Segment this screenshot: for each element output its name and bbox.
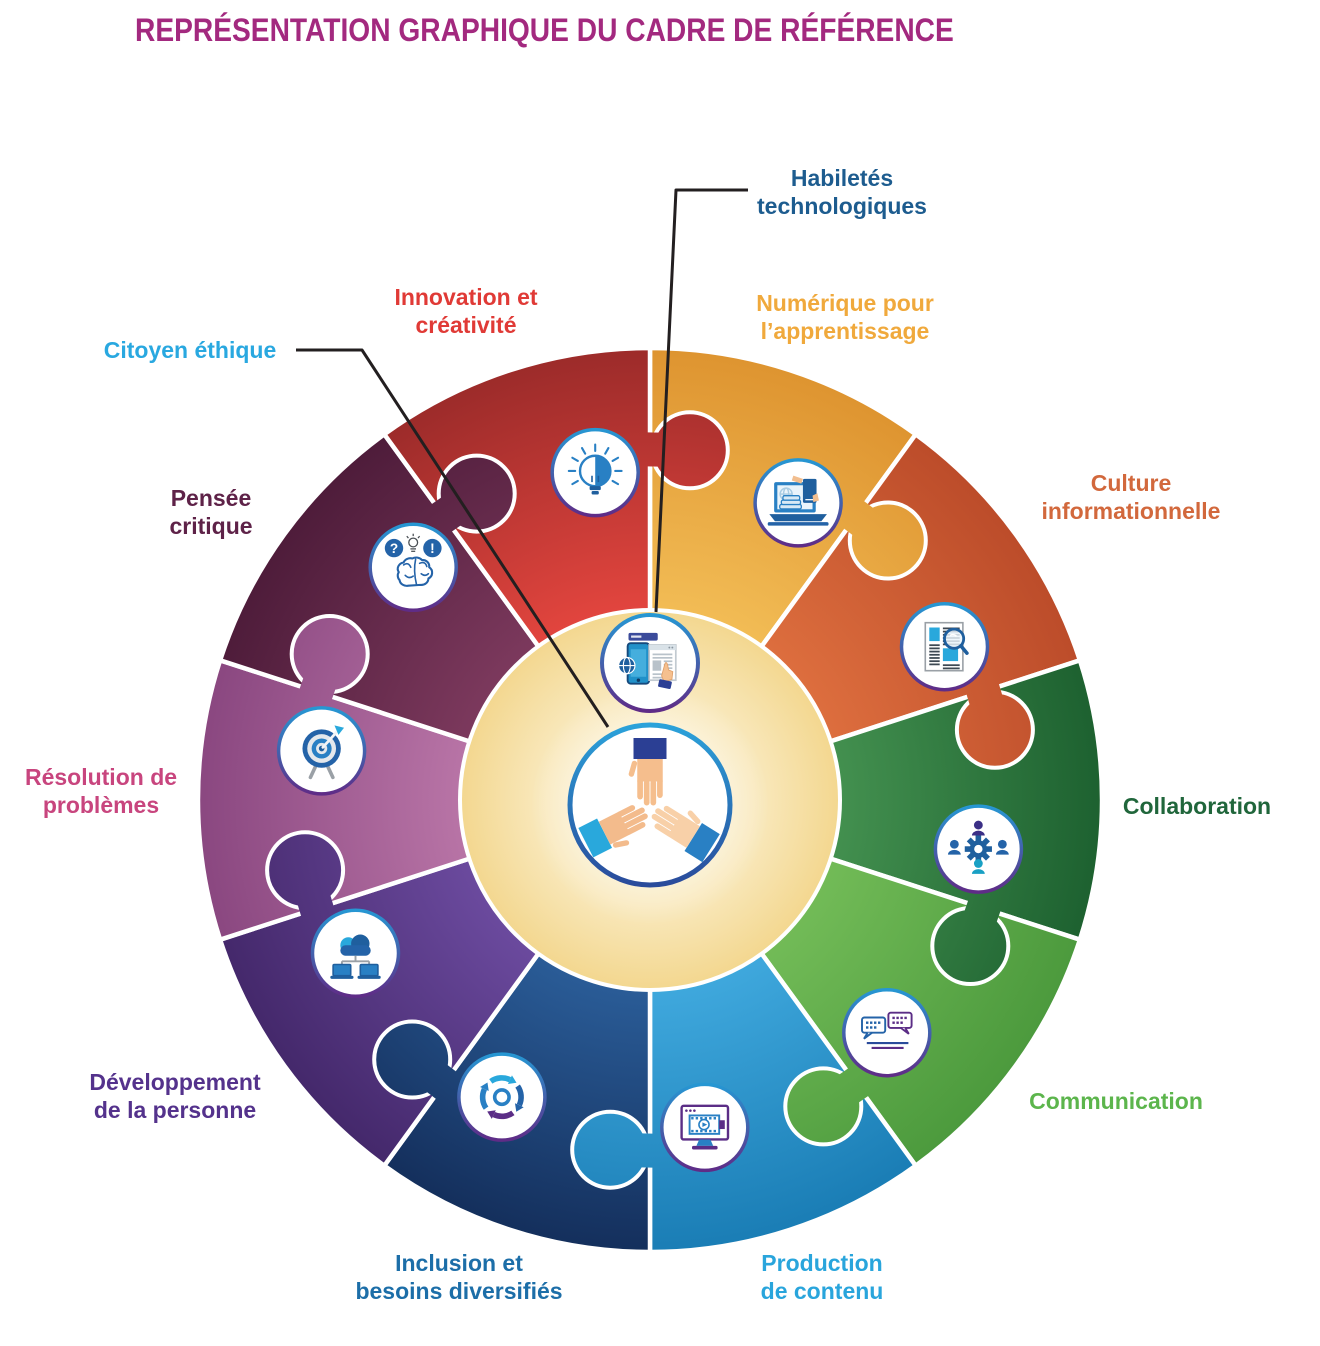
svg-text:?: ? [390, 541, 398, 556]
hands-icon [578, 738, 720, 863]
leader-line-habiletes [654, 188, 748, 613]
label-numerique-pour-apprentissage: Numérique pour l’apprentissage [756, 289, 934, 344]
laptop-books-icon [767, 475, 829, 526]
puzzle-knob-neck-culture [960, 663, 1012, 735]
label-developpement-de-la-personne: Développement de la personne [89, 1068, 261, 1123]
svg-text:!: ! [430, 541, 435, 556]
puzzle-knob-neck-developpement [288, 865, 340, 937]
hand-icon [628, 738, 667, 806]
label-resolution-de-problemes: Résolution de problèmes [24, 763, 178, 818]
hand-icon [578, 805, 648, 858]
people-gear-icon [947, 820, 1009, 874]
puzzle-knob-neck-pensee [414, 479, 487, 545]
label-culture-informationnelle: Culture informationnelle [1041, 469, 1221, 524]
lightbulb-icon [567, 443, 623, 495]
label-citoyen-ethique: Citoyen éthique [103, 336, 277, 363]
brain-icon: ?! [384, 533, 442, 587]
hand-icon [651, 805, 720, 863]
icon-circle-communication [842, 987, 932, 1078]
chat-bubbles-icon [861, 1011, 913, 1049]
label-habiletes-technologiques: Habiletés technologiques [757, 164, 927, 219]
label-inclusion-besoins-diversifies: Inclusion et besoins diversifiés [355, 1249, 563, 1304]
monitor-video-icon [680, 1104, 730, 1150]
label-collaboration: Collaboration [1122, 792, 1272, 819]
newspaper-magnifier-icon [924, 621, 969, 672]
page-title: REPRÉSENTATION GRAPHIQUE DU CADRE DE RÉF… [135, 12, 954, 48]
puzzle-knob-neck-numerique [826, 487, 899, 555]
label-production-de-contenu: Production de contenu [760, 1249, 884, 1304]
cloud-laptops-icon [330, 934, 381, 979]
puzzle-knob-neck-production [609, 1132, 675, 1169]
puzzle-knob-neck-inclusion [401, 1045, 474, 1113]
label-innovation-creativite: Innovation et créativité [394, 283, 538, 338]
leader-line-citoyen [296, 348, 610, 728]
puzzle-knob-neck-collaboration [954, 879, 1008, 952]
puzzle-knob-neck-resolution [292, 648, 346, 721]
tech-skills-icon [618, 632, 677, 690]
puzzle-knob-neck-innovation [625, 431, 691, 468]
target-dart-icon [302, 725, 345, 780]
cycle-arrows-icon [479, 1075, 524, 1120]
label-communication: Communication [1029, 1087, 1203, 1114]
puzzle-knob-neck-communication [813, 1055, 886, 1121]
label-pensee-critique: Pensée critique [169, 484, 253, 539]
